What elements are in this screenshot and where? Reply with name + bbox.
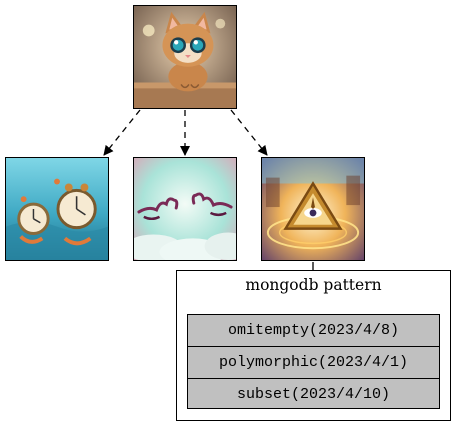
edge-root-to-shrimp: [103, 109, 141, 156]
node-shrimp-clocks-image: [5, 157, 109, 261]
shrimp-clocks-illustration: [6, 158, 108, 260]
edge-root-to-triangle: [230, 109, 268, 156]
cluster-mongodb-pattern: mongodb pattern omitempty(2023/4/8) poly…: [176, 270, 451, 421]
pattern-record: omitempty(2023/4/8) polymorphic(2023/4/1…: [187, 314, 440, 409]
node-triangle-eye-image: [261, 157, 365, 261]
record-row-omitempty: omitempty(2023/4/8): [227, 322, 400, 339]
cluster-title: mongodb pattern: [245, 276, 382, 294]
triangle-eye-illustration: [262, 158, 364, 260]
kitten-illustration: [134, 6, 236, 108]
node-hands-clouds-image: [133, 157, 237, 261]
node-kitten-image: [133, 5, 237, 109]
hands-clouds-illustration: [134, 158, 236, 260]
record-row-subset: subset(2023/4/10): [188, 378, 439, 410]
record-row-polymorphic: polymorphic(2023/4/1): [188, 346, 439, 378]
